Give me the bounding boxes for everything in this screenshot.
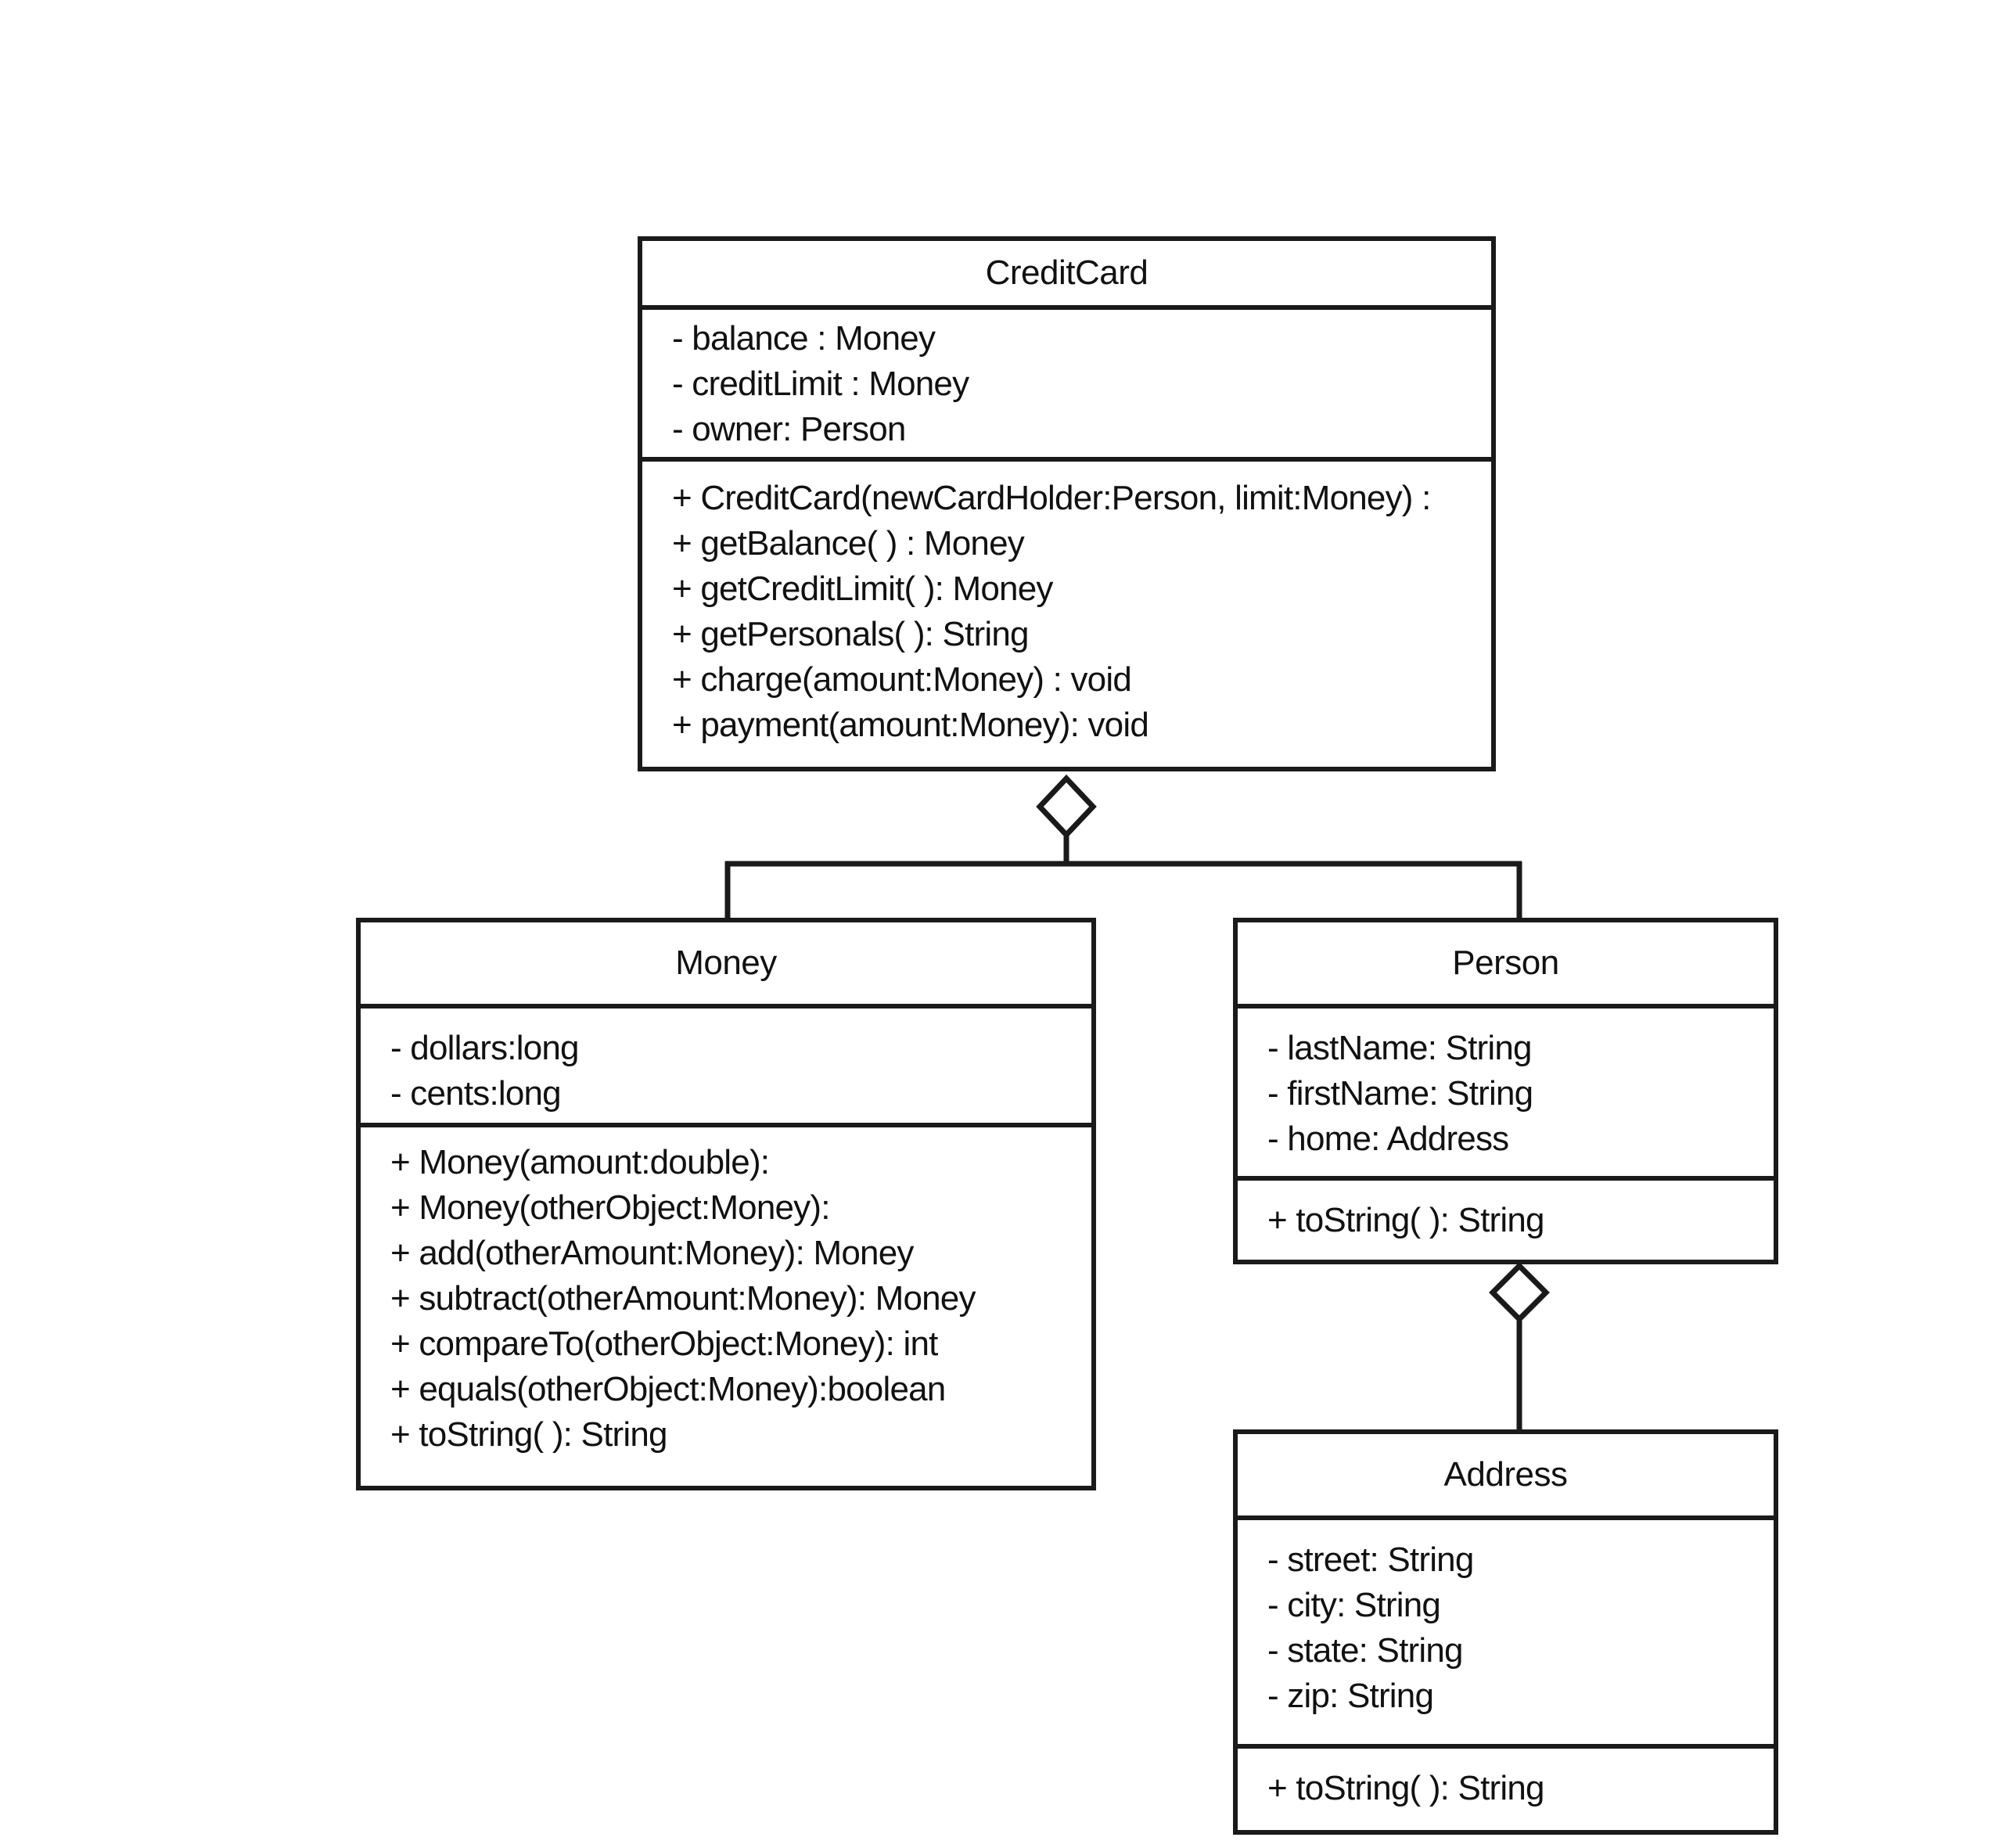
class-name-creditcard: CreditCard bbox=[642, 241, 1491, 310]
operation: + charge(amount:Money) : void bbox=[672, 660, 1132, 699]
class-money: Money - dollars:long - cents:long + Mone… bbox=[356, 918, 1096, 1490]
operation: + toString( ): String bbox=[390, 1415, 667, 1454]
operation: + payment(amount:Money): void bbox=[672, 706, 1149, 744]
operation: + Money(amount:double): bbox=[390, 1143, 770, 1181]
attribute: - home: Address bbox=[1267, 1120, 1509, 1158]
operations-money: + Money(amount:double): + Money(otherObj… bbox=[361, 1127, 1091, 1458]
attribute: - city: String bbox=[1267, 1586, 1441, 1624]
attribute: - balance : Money bbox=[672, 319, 936, 358]
operation: + compareTo(otherObject:Money): int bbox=[390, 1325, 938, 1363]
attribute: - lastName: String bbox=[1267, 1029, 1533, 1067]
aggregation-diamond-creditcard bbox=[1036, 774, 1097, 840]
operation: + subtract(otherAmount:Money): Money bbox=[390, 1279, 976, 1318]
operations-person: + toString( ): String bbox=[1238, 1181, 1774, 1243]
class-name-money: Money bbox=[361, 922, 1091, 1008]
attributes-money: - dollars:long - cents:long bbox=[361, 1008, 1091, 1127]
operation: + getCreditLimit( ): Money bbox=[672, 570, 1053, 608]
class-creditcard: CreditCard - balance : Money - creditLim… bbox=[638, 236, 1496, 771]
operation: + getPersonals( ): String bbox=[672, 615, 1029, 653]
attribute: - zip: String bbox=[1267, 1677, 1434, 1715]
class-name-address: Address bbox=[1238, 1434, 1774, 1520]
attribute: - state: String bbox=[1267, 1631, 1463, 1670]
operation: + toString( ): String bbox=[1267, 1769, 1544, 1807]
operations-address: + toString( ): String bbox=[1238, 1749, 1774, 1811]
operation: + toString( ): String bbox=[1267, 1201, 1544, 1239]
operation: + CreditCard(newCardHolder:Person, limit… bbox=[672, 479, 1431, 517]
class-person: Person - lastName: String - firstName: S… bbox=[1233, 918, 1778, 1264]
attribute: - firstName: String bbox=[1267, 1074, 1533, 1113]
operation: + equals(otherObject:Money):boolean bbox=[390, 1370, 946, 1408]
aggregation-diamond-person bbox=[1489, 1262, 1550, 1323]
operation: + getBalance( ) : Money bbox=[672, 524, 1025, 563]
class-address: Address - street: String - city: String … bbox=[1233, 1429, 1778, 1835]
attribute: - owner: Person bbox=[672, 410, 906, 448]
attribute: - dollars:long bbox=[390, 1029, 580, 1067]
attributes-address: - street: String - city: String - state:… bbox=[1238, 1520, 1774, 1749]
operation: + add(otherAmount:Money): Money bbox=[390, 1234, 914, 1272]
attributes-person: - lastName: String - firstName: String -… bbox=[1238, 1008, 1774, 1181]
attribute: - creditLimit : Money bbox=[672, 365, 969, 403]
attribute: - cents:long bbox=[390, 1074, 562, 1113]
attribute: - street: String bbox=[1267, 1541, 1474, 1579]
class-name-person: Person bbox=[1238, 922, 1774, 1008]
attributes-creditcard: - balance : Money - creditLimit : Money … bbox=[642, 310, 1491, 462]
operation: + Money(otherObject:Money): bbox=[390, 1188, 830, 1227]
operations-creditcard: + CreditCard(newCardHolder:Person, limit… bbox=[642, 462, 1491, 748]
